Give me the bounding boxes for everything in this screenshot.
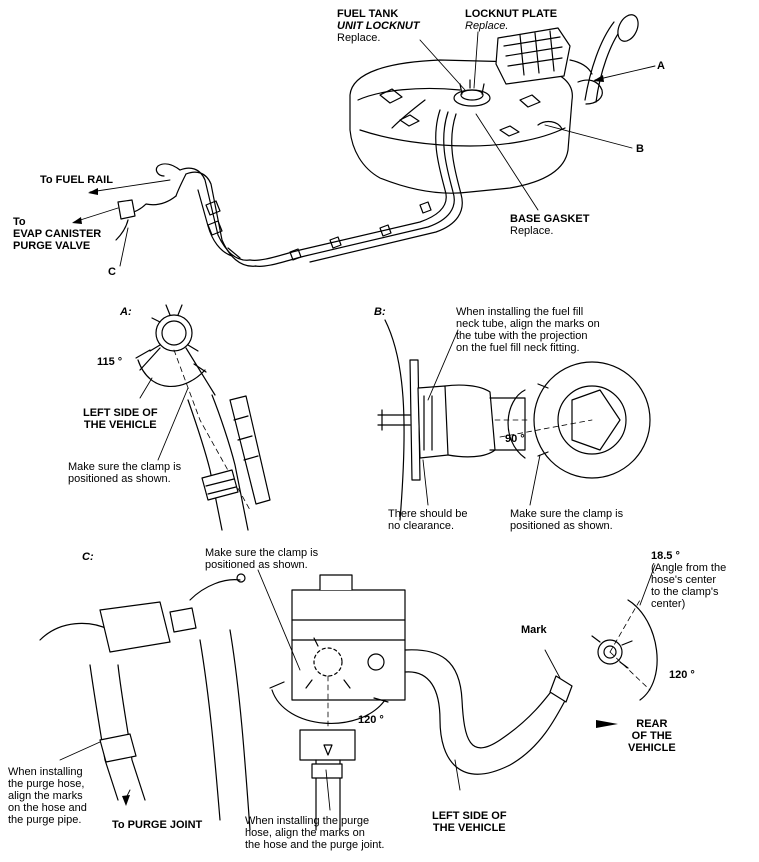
detail-c-title: C: (82, 551, 94, 563)
detail-c-mark: Mark (521, 624, 547, 636)
detail-a-left-side: LEFT SIDE OF THE VEHICLE (83, 407, 158, 431)
detail-c-leaders (59, 564, 656, 811)
detail-c-angle-right: 120 ° (669, 669, 695, 681)
detail-a-drawing (135, 304, 271, 531)
detail-c-drawing (39, 573, 658, 831)
label-c-top: C (108, 266, 116, 278)
detail-b-install-note: When installing the fuel fill neck tube,… (456, 306, 600, 354)
label-to-fuel-rail: To FUEL RAIL (40, 174, 113, 186)
fuel-tank-drawing (115, 14, 639, 267)
label-to-evap-canister: To EVAP CANISTER PURGE VALVE (13, 216, 102, 252)
label-base-gasket: BASE GASKET Replace. (510, 213, 590, 237)
detail-a-leaders (139, 377, 189, 461)
detail-a-title: A: (120, 306, 132, 318)
detail-b-leaders (422, 329, 541, 506)
detail-c-angle-center: 120 ° (358, 714, 384, 726)
detail-c-clamp-note: Make sure the clamp is positioned as sho… (205, 547, 319, 571)
top-arrowheads (72, 75, 604, 224)
detail-c-purge-joint-note: When installing the purge hose, align th… (245, 815, 385, 851)
detail-b-angle: 90 ° (505, 433, 525, 445)
detail-b-clearance-note: There should be no clearance. (388, 508, 468, 532)
detail-b-clamp-note: Make sure the clamp is positioned as sho… (510, 508, 624, 532)
detail-b-title: B: (374, 306, 386, 318)
label-fuel-tank-locknut: FUEL TANK UNIT LOCKNUT Replace. (337, 8, 420, 44)
detail-b-drawing (377, 319, 651, 521)
detail-c-left-side: LEFT SIDE OF THE VEHICLE (432, 810, 507, 834)
detail-c-purge-hose-note: When installing the purge hose, align th… (8, 766, 87, 826)
detail-a-clamp-note: Make sure the clamp is positioned as sho… (68, 461, 182, 485)
label-locknut-plate: LOCKNUT PLATE Replace. (465, 8, 558, 32)
label-b-top: B (636, 143, 644, 155)
detail-a-angle: 115 ° (97, 356, 123, 368)
detail-c-arrowheads (122, 720, 618, 806)
top-leader-lines (73, 31, 656, 267)
detail-c-rear: REAR OF THE VEHICLE (628, 718, 676, 754)
detail-c-angle-note: 18.5 ° (Angle from the hose's center to … (651, 550, 727, 610)
label-a-top: A (657, 60, 665, 72)
detail-c-to-purge-joint: To PURGE JOINT (112, 819, 203, 831)
